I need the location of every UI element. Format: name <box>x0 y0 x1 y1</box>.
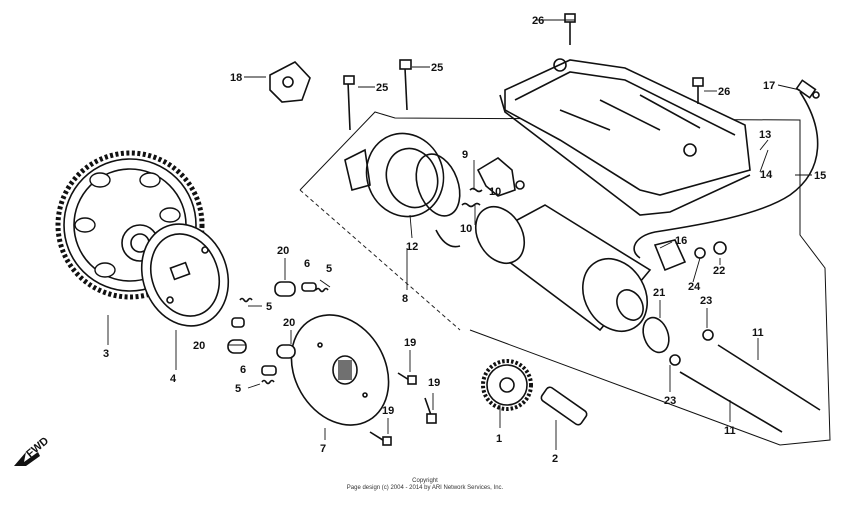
callout-11b: 11 <box>724 425 736 437</box>
bolt-part-19a <box>397 372 417 385</box>
through-bolt-part-11a <box>717 344 821 411</box>
starter-end-cover <box>344 132 445 218</box>
callout-5a: 5 <box>266 301 272 313</box>
gear-shaft-part-2 <box>540 386 588 426</box>
plunger-part-6c <box>231 317 245 328</box>
bolt-part-19c <box>369 431 392 446</box>
washer-part-24 <box>694 247 706 259</box>
roller-part-20a <box>274 281 296 297</box>
callout-22: 22 <box>713 265 725 277</box>
idle-gear-part-1 <box>481 359 533 411</box>
callout-16: 16 <box>675 235 687 247</box>
plunger-part-6a <box>301 282 317 292</box>
copyright-footer: Copyright Page design (c) 2004 - 2014 by… <box>0 478 850 492</box>
terminal-boot-part-16 <box>653 239 687 272</box>
callout-4: 4 <box>170 373 177 385</box>
bolt-part-19b <box>424 397 437 424</box>
callout-1: 1 <box>496 433 502 445</box>
bolt-part-26b <box>692 77 704 104</box>
bolt-part-26a <box>564 13 576 45</box>
assembly-boundary <box>299 111 831 446</box>
callout-8: 8 <box>402 293 408 305</box>
spring-part-5c <box>261 379 275 385</box>
callout-14: 14 <box>760 169 773 181</box>
callout-18: 18 <box>230 72 242 84</box>
callout-5b: 5 <box>326 263 332 275</box>
copyright-line-2: Page design (c) 2004 - 2014 by ARI Netwo… <box>346 485 504 491</box>
copyright-line-1: Copyright <box>412 478 438 484</box>
washer-part-23b <box>669 354 681 366</box>
callout-6a: 6 <box>304 258 310 270</box>
o-ring-part-12 <box>415 153 461 217</box>
callout-19b: 19 <box>428 377 440 389</box>
brush-holder-part-9 <box>476 157 525 197</box>
callout-12: 12 <box>406 241 418 253</box>
bolt-part-25a <box>343 75 355 131</box>
bolt-part-25b <box>399 59 412 111</box>
callout-15: 15 <box>814 170 826 182</box>
nut-part-22 <box>713 241 727 255</box>
o-ring-part-21 <box>642 316 670 354</box>
callout-26a: 26 <box>532 15 544 27</box>
callout-6b: 6 <box>240 364 246 376</box>
callout-13: 13 <box>759 129 771 141</box>
callout-19a: 19 <box>404 337 416 349</box>
callout-17: 17 <box>763 80 775 92</box>
callout-7: 7 <box>320 443 326 455</box>
callout-24: 24 <box>688 281 701 293</box>
callout-10b: 10 <box>460 223 472 235</box>
plunger-part-6b <box>261 365 277 376</box>
clutch-hub-part-7 <box>290 314 390 426</box>
washer-part-23a <box>702 329 714 341</box>
callout-2: 2 <box>552 453 558 465</box>
callout-5c: 5 <box>235 383 241 395</box>
callout-20a: 20 <box>277 245 289 257</box>
roller-part-20b <box>276 344 296 359</box>
through-bolt-part-11b <box>679 371 783 433</box>
callout-20b: 20 <box>283 317 295 329</box>
spring-part-5a <box>239 297 253 303</box>
starter-cover-part-13 <box>499 58 751 216</box>
callout-9: 9 <box>462 149 468 161</box>
callout-25a: 25 <box>376 82 388 94</box>
callout-25b: 25 <box>431 62 443 74</box>
forward-arrow-icon <box>14 452 40 466</box>
callout-19c: 19 <box>382 405 394 417</box>
callout-20c: 20 <box>193 340 205 352</box>
leader-lines <box>107 19 812 450</box>
callout-21: 21 <box>653 287 665 299</box>
spring-part-5b <box>315 287 329 293</box>
callout-26b: 26 <box>718 86 730 98</box>
callout-23a: 23 <box>700 295 712 307</box>
brush-spring-part-10 <box>435 187 483 248</box>
starter-cable-part-15 <box>633 79 820 259</box>
clutch-outer-plate-part-4 <box>140 223 230 327</box>
starter-motor-part-8 <box>474 204 652 332</box>
callout-23b: 23 <box>664 395 676 407</box>
callout-11a: 11 <box>752 327 764 339</box>
neutral-switch-part-18 <box>269 61 311 103</box>
roller-part-20c <box>227 339 247 354</box>
callout-10a: 10 <box>489 186 501 198</box>
callout-3: 3 <box>103 348 109 360</box>
